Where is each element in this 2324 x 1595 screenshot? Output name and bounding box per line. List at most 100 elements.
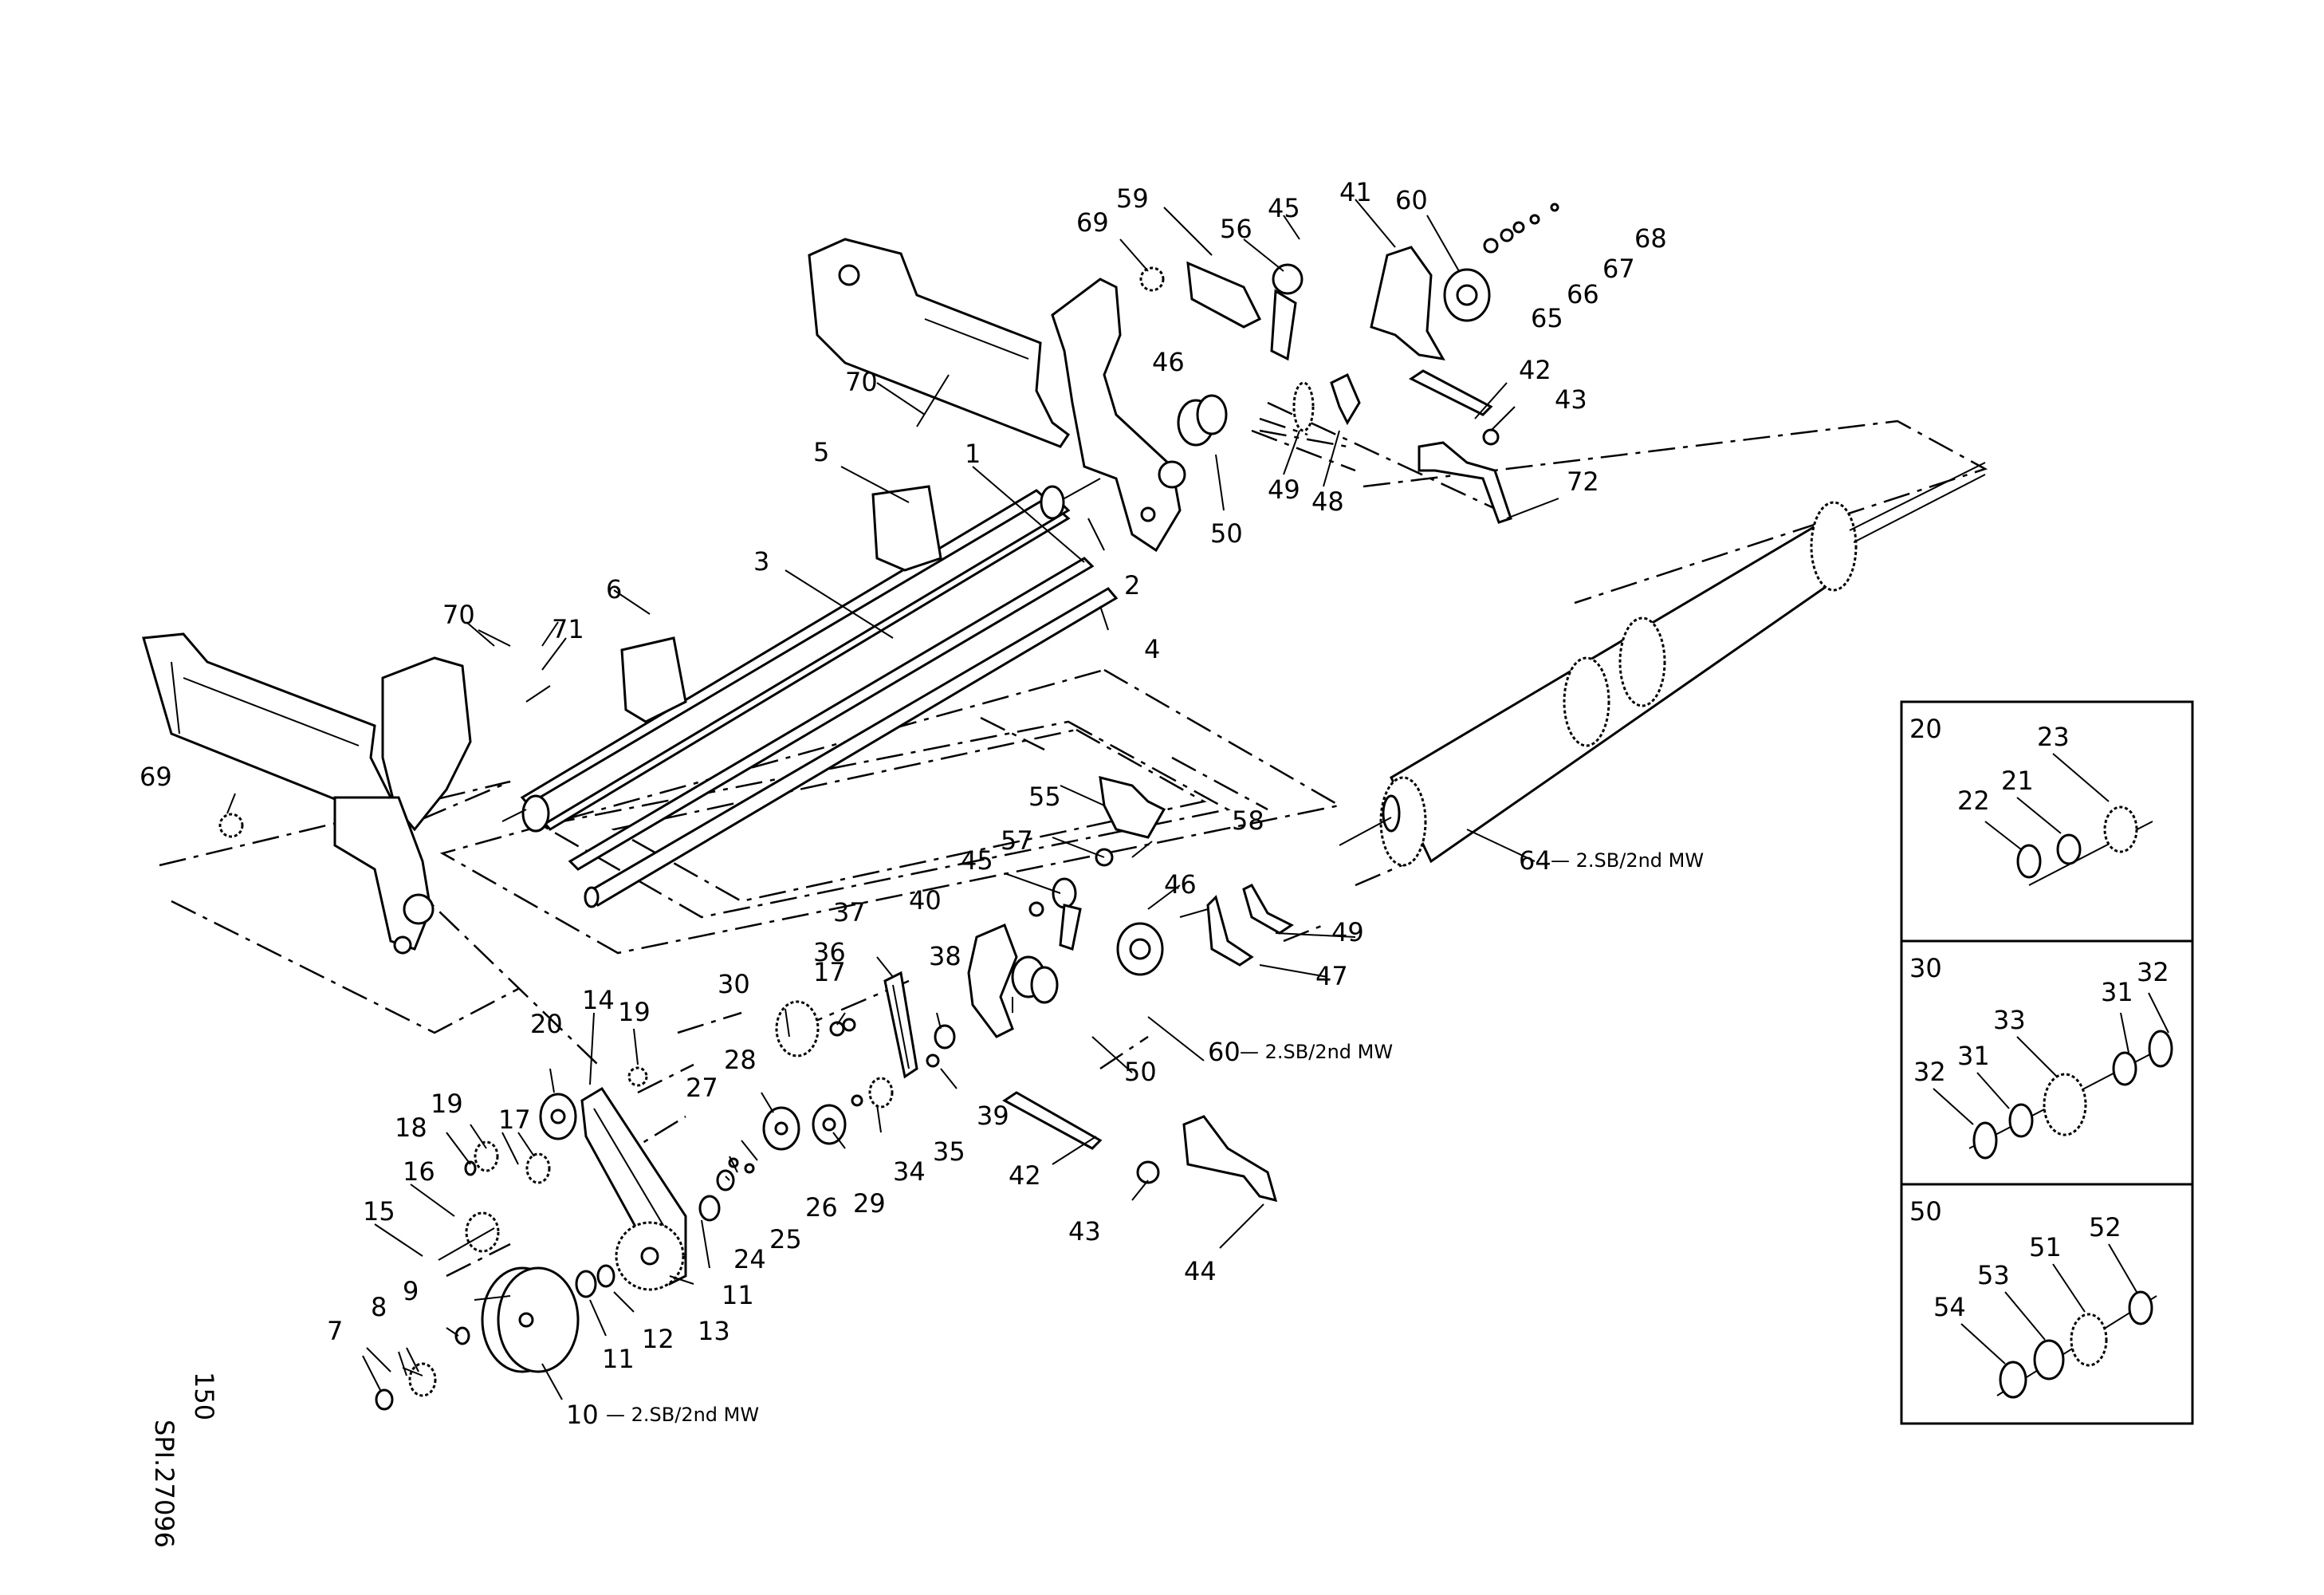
detail-insets: 20 23 21 22 30 32 31 33 31 32 xyxy=(1900,700,2194,1425)
leader-lines xyxy=(226,199,1559,1400)
label-26: 26 xyxy=(805,1192,838,1223)
label-36: 36 xyxy=(813,937,846,967)
label-66: 66 xyxy=(1567,279,1599,309)
label-70a: 70 xyxy=(845,367,878,397)
label-69b: 69 xyxy=(140,762,172,792)
label-43a: 43 xyxy=(1555,384,1587,415)
inset-30-title: 30 xyxy=(1909,953,1942,983)
inset-20-label-21: 21 xyxy=(2001,766,2034,796)
label-30: 30 xyxy=(718,969,750,999)
upper-right-mechanism xyxy=(1139,203,1559,524)
label-57: 57 xyxy=(1001,825,1033,856)
inset-30-label-33: 33 xyxy=(1993,1005,2026,1035)
label-19b: 19 xyxy=(618,997,651,1027)
label-5: 5 xyxy=(813,437,829,467)
label-44: 44 xyxy=(1184,1256,1217,1286)
label-27: 27 xyxy=(686,1073,718,1103)
label-60a: 60 xyxy=(1395,185,1428,215)
label-41: 41 xyxy=(1339,177,1372,207)
inset-50-label-54: 54 xyxy=(1933,1292,1966,1322)
label-2: 2 xyxy=(1124,570,1140,601)
label-37: 37 xyxy=(833,897,866,927)
label-28: 28 xyxy=(724,1045,757,1075)
label-40: 40 xyxy=(909,885,942,916)
inset-50-label-51: 51 xyxy=(2029,1232,2062,1262)
label-48: 48 xyxy=(1311,486,1344,517)
drum-roller xyxy=(1339,462,1986,867)
label-4: 4 xyxy=(1144,634,1160,664)
label-46b: 46 xyxy=(1164,869,1197,900)
label-49b: 49 xyxy=(1331,917,1364,947)
label-38: 38 xyxy=(929,941,961,971)
drawing-code: SPI.27096 xyxy=(149,1420,179,1548)
label-11b: 11 xyxy=(722,1280,754,1310)
label-45a: 45 xyxy=(1268,193,1300,223)
label-1: 1 xyxy=(965,439,981,469)
label-65: 65 xyxy=(1531,303,1563,333)
inset-50-label-52: 52 xyxy=(2089,1212,2121,1243)
label-42a: 42 xyxy=(1519,355,1551,385)
note-60: — 2.SB/2nd MW xyxy=(1240,1041,1393,1063)
label-49a: 49 xyxy=(1268,475,1300,505)
label-13: 13 xyxy=(698,1316,730,1346)
lower-side-frame xyxy=(142,632,472,955)
label-3: 3 xyxy=(753,546,769,577)
label-6: 6 xyxy=(606,574,622,605)
label-71: 71 xyxy=(552,614,584,644)
label-16: 16 xyxy=(403,1156,435,1187)
label-39: 39 xyxy=(977,1101,1009,1131)
inset-30: 30 32 31 33 31 32 xyxy=(1909,953,2173,1160)
note-10: — 2.SB/2nd MW xyxy=(606,1404,759,1426)
rollers xyxy=(501,478,1119,908)
label-45b: 45 xyxy=(961,845,993,876)
part-labels: 1 2 3 4 5 6 7 8 9 10 — 2.SB/2nd MW 11 11… xyxy=(140,177,1704,1430)
label-68: 68 xyxy=(1634,223,1667,254)
label-50a: 50 xyxy=(1210,518,1243,549)
label-70b: 70 xyxy=(442,600,475,630)
drive-train xyxy=(218,813,956,1411)
label-11a: 11 xyxy=(602,1344,635,1374)
label-17a: 17 xyxy=(498,1105,531,1135)
inset-50-title: 50 xyxy=(1909,1196,1942,1227)
label-7: 7 xyxy=(327,1316,343,1346)
label-58: 58 xyxy=(1232,805,1264,836)
label-67: 67 xyxy=(1602,254,1635,284)
inset-30-label-31b: 31 xyxy=(1957,1041,1990,1071)
label-72: 72 xyxy=(1567,467,1599,497)
label-56: 56 xyxy=(1220,214,1252,244)
label-69a: 69 xyxy=(1076,207,1109,238)
label-9: 9 xyxy=(403,1276,419,1306)
label-42b: 42 xyxy=(1009,1160,1041,1191)
label-10: 10 xyxy=(566,1400,599,1430)
label-50b: 50 xyxy=(1124,1057,1157,1087)
label-18: 18 xyxy=(395,1113,427,1143)
label-47: 47 xyxy=(1315,961,1348,991)
label-55: 55 xyxy=(1028,782,1061,812)
label-17b: 17 xyxy=(813,957,846,987)
label-19a: 19 xyxy=(431,1089,463,1119)
inset-50: 50 52 51 53 54 xyxy=(1909,1196,2157,1399)
label-8: 8 xyxy=(371,1292,387,1322)
drawing-reference: SPI.27096 150 xyxy=(149,1372,219,1548)
lower-right-mechanism xyxy=(967,776,1294,1203)
label-20: 20 xyxy=(530,1009,563,1039)
inset-30-label-32b: 32 xyxy=(1913,1057,1946,1087)
inset-20: 20 23 21 22 xyxy=(1909,714,2153,886)
page-number: 150 xyxy=(189,1372,219,1420)
label-34: 34 xyxy=(893,1156,926,1187)
label-60b: 60 xyxy=(1208,1037,1241,1067)
label-29: 29 xyxy=(853,1188,886,1219)
label-64: 64 xyxy=(1519,845,1551,876)
inset-50-label-53: 53 xyxy=(1977,1260,2010,1290)
inset-20-title: 20 xyxy=(1909,714,1942,744)
label-59: 59 xyxy=(1116,183,1149,214)
label-46a: 46 xyxy=(1152,347,1185,377)
inset-30-label-31a: 31 xyxy=(2101,977,2133,1007)
inset-20-label-22: 22 xyxy=(1957,786,1990,816)
note-64: — 2.SB/2nd MW xyxy=(1551,849,1704,872)
label-43b: 43 xyxy=(1068,1216,1101,1246)
reference-lines xyxy=(159,401,1988,1278)
upper-side-frame xyxy=(808,238,1186,553)
label-24: 24 xyxy=(733,1244,766,1274)
